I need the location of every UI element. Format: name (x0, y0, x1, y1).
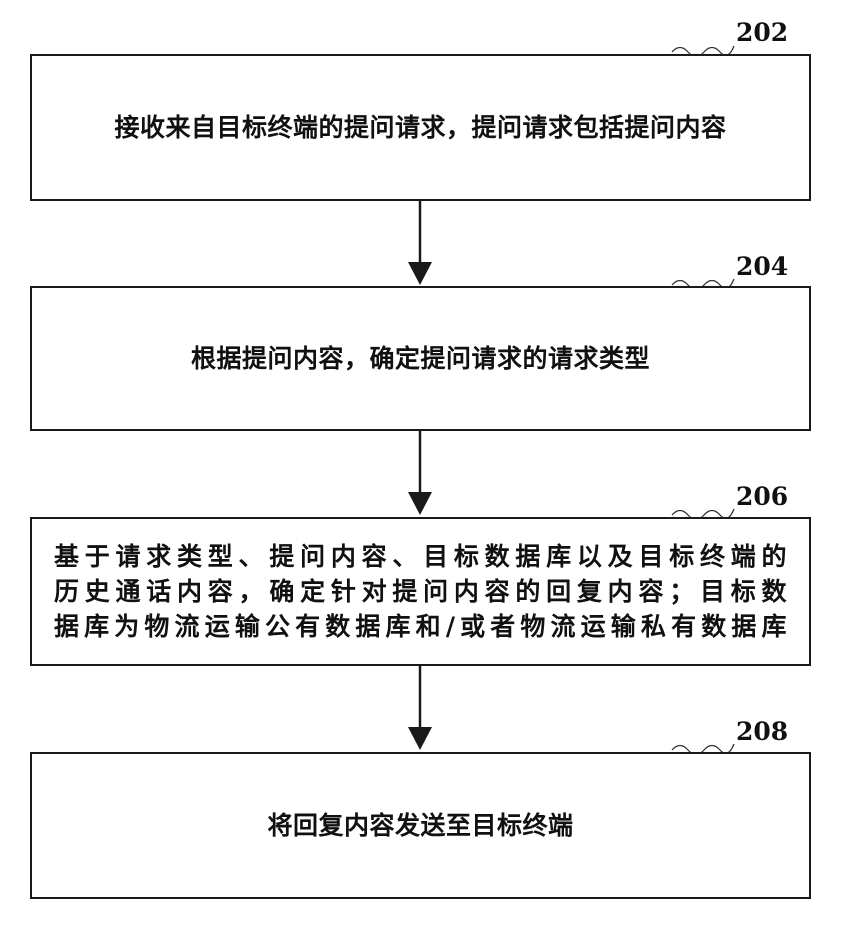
step-box-204: 根据提问内容，确定提问请求的请求类型 (30, 286, 811, 431)
step-text-208: 将回复内容发送至目标终端 (249, 808, 591, 843)
step-text-206-line-1: 基于请求类型、提问内容、目标数据库以及目标终端的 (54, 539, 787, 574)
step-label-202: 202 (736, 18, 788, 47)
step-text-206: 基于请求类型、提问内容、目标数据库以及目标终端的 历史通话内容，确定针对提问内容… (32, 539, 809, 644)
step-text-206-line-3: 据库为物流运输公有数据库和/或者物流运输私有数据库 (54, 609, 787, 644)
arrow-204-206-head (408, 492, 432, 515)
step-box-206: 基于请求类型、提问内容、目标数据库以及目标终端的 历史通话内容，确定针对提问内容… (30, 517, 811, 666)
arrow-202-204-head (408, 262, 432, 285)
step-text-202: 接收来自目标终端的提问请求，提问请求包括提问内容 (96, 110, 744, 145)
arrow-206-208-head (408, 727, 432, 750)
step-label-208: 208 (736, 717, 788, 746)
step-box-202: 接收来自目标终端的提问请求，提问请求包括提问内容 (30, 54, 811, 201)
step-text-204: 根据提问内容，确定提问请求的请求类型 (173, 341, 668, 376)
step-label-204: 204 (736, 252, 788, 281)
step-box-208: 将回复内容发送至目标终端 (30, 752, 811, 899)
step-label-206: 206 (736, 482, 788, 511)
step-text-206-line-2: 历史通话内容，确定针对提问内容的回复内容；目标数 (54, 574, 787, 609)
